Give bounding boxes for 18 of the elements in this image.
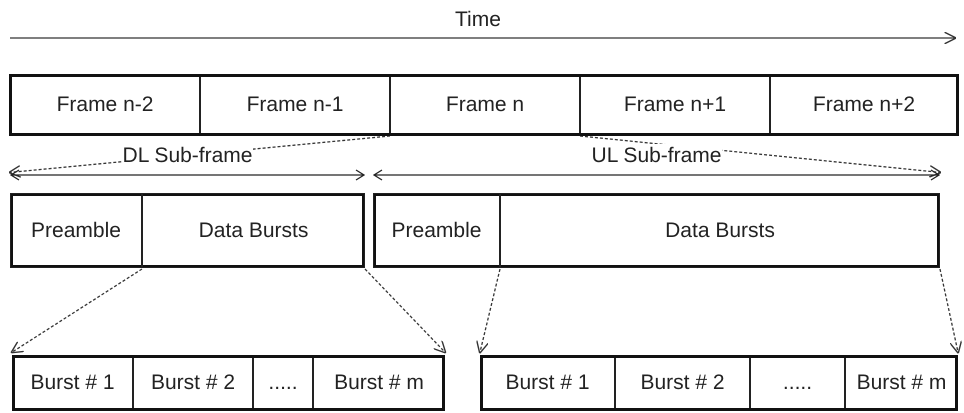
frame-cell: Preamble (10, 193, 142, 268)
leader-arrow (476, 268, 501, 354)
leader-arrow (364, 268, 447, 354)
frame-cell: ..... (750, 355, 845, 411)
frame-cell: Data Bursts (500, 193, 940, 268)
leader-arrow (10, 268, 142, 354)
frame-cell: Frame n (390, 75, 580, 135)
frame-cell: ..... (253, 355, 313, 411)
frame-cell: Frame n+1 (580, 75, 770, 135)
frame-cell: Burst # 2 (133, 355, 253, 411)
burst-row (480, 355, 958, 411)
leader-arrow (939, 268, 962, 354)
frame-cell: Burst # 2 (615, 355, 750, 411)
frame-cell: Preamble (373, 193, 500, 268)
frame-cell: Frame n-1 (200, 75, 390, 135)
burst-row (12, 355, 445, 411)
frame-cell: Data Bursts (142, 193, 365, 268)
axis-label: Time (455, 8, 501, 32)
